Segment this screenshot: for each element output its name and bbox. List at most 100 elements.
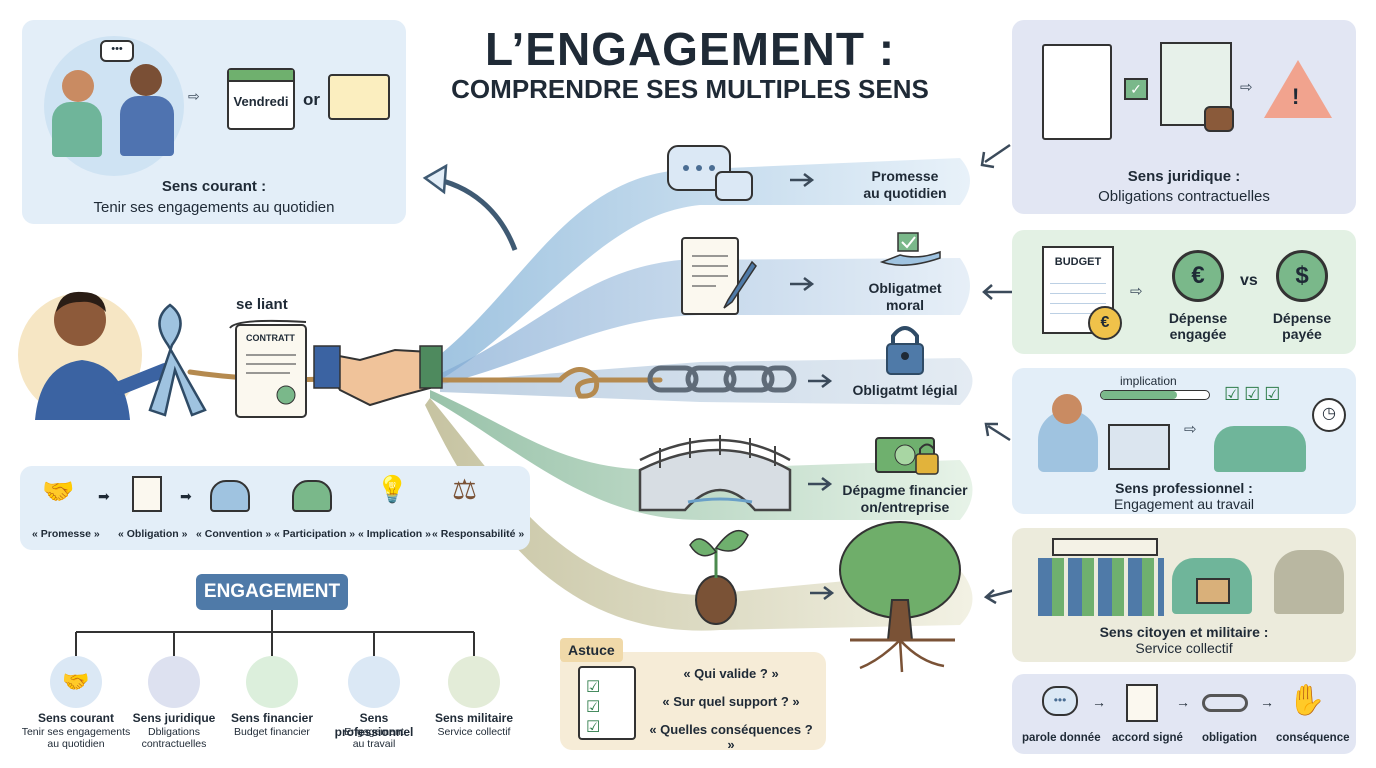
se-liant-label: se liant: [236, 296, 288, 313]
donation-box-icon: [1196, 578, 1230, 604]
tree-icon-handshake: 🤝: [50, 656, 102, 708]
chain-step-3: obligation: [1202, 732, 1257, 744]
tree-child-title: Sens juridique: [132, 711, 216, 725]
tree-child-title: Sens financier: [230, 711, 314, 725]
bridge: [638, 435, 792, 512]
warning-triangle-icon: [1264, 60, 1332, 118]
arrow-right-icon: ⇨: [1240, 79, 1253, 96]
band-promesse: [420, 158, 970, 380]
ribbon: [148, 303, 207, 417]
calendar-day-label: Vendredi: [233, 94, 289, 109]
astuce-label: Astuce: [560, 638, 623, 662]
euro-coin-icon: €: [1088, 306, 1122, 340]
person-man-icon: [130, 64, 162, 96]
speech-bubble-icon: •••: [1042, 686, 1078, 716]
euro-circle-icon: €: [1172, 250, 1224, 302]
stamp-icon: [1204, 106, 1234, 132]
handshake: [313, 345, 443, 407]
sprout: [689, 529, 749, 625]
panel-subheading: Obligations contractuelles: [1098, 188, 1270, 205]
synonym-implication: « Implication »: [358, 528, 431, 540]
panel-chain-of-consequences: ••• → → → ✋ parole donnée accord signé o…: [1012, 674, 1356, 754]
arrow-right-icon: ⇨: [1130, 283, 1143, 300]
computer-icon: [1108, 424, 1170, 470]
band-citoyen: [425, 398, 973, 631]
arrow-right-icon: ➡: [98, 488, 110, 504]
panel-heading: Sens courant :: [161, 178, 267, 195]
arrow-right-icon: ➡: [180, 488, 192, 504]
tree: [839, 521, 961, 673]
budget-sheet-icon: BUDGET: [1042, 246, 1114, 334]
tree-icon-soldier: [448, 656, 500, 708]
or-label: or: [303, 90, 320, 109]
scroll-icon: [132, 476, 162, 512]
astuce-question-3: « Quelles conséquences ? »: [649, 722, 813, 752]
note-bubble-icon: [328, 74, 390, 120]
tree-child-sub: Budget financier: [234, 726, 310, 738]
tree-child-sub: Service collectif: [437, 726, 511, 738]
signed-scroll-icon: [1126, 684, 1158, 722]
signed-document-icon: [1042, 44, 1112, 140]
clipboard-checklist-icon: ☑☑☑: [578, 666, 636, 740]
panel-sens-courant: ••• ⇨ Vendredi or Sens courant : Tenir s…: [22, 20, 406, 224]
tree-icon-calculator: [246, 656, 298, 708]
band-moral: [430, 258, 970, 385]
chain-links: [647, 365, 797, 393]
checklist-icons: ☑☑☑: [1224, 384, 1285, 404]
panel-subheading: Engagement au travail: [1113, 496, 1255, 512]
panel-heading: Sens professionnel :: [1115, 480, 1253, 496]
arrow-right-icon: →: [1260, 694, 1274, 710]
handshake-icon: 🤝: [42, 476, 75, 506]
vs-label: vs: [1240, 272, 1258, 289]
padlock: [886, 326, 924, 375]
panel-subheading: Tenir ses engagements au quotidien: [93, 199, 335, 216]
team-illustration: [1214, 426, 1306, 472]
synonym-convention: « Convention »: [196, 528, 272, 540]
meeting-icon: [210, 480, 250, 512]
panel-sens-professionnel: implication ⇨ ☑☑☑ ◷ Sens professionnel :…: [1012, 368, 1356, 514]
arrow-right-icon: ⇨: [188, 88, 200, 104]
tree-child-title: Sens courant: [37, 711, 115, 725]
tree-connectors: [75, 610, 475, 656]
document-pen: [681, 237, 757, 315]
panel-sens-citoyen: Sens citoyen et militaire : Service coll…: [1012, 528, 1356, 662]
synonym-obligation: « Obligation »: [118, 528, 188, 540]
panel-heading: Sens juridique :: [1127, 168, 1241, 185]
chain-step-2: accord signé: [1112, 732, 1183, 744]
astuce-question-2: « Sur quel support ? »: [662, 694, 800, 709]
panel-sens-juridique: ✓ ⇨ ! Sens juridique : Obligations contr…: [1012, 20, 1356, 214]
warning-exclamation: !: [1292, 84, 1300, 109]
panel-heading: Sens citoyen et militaire :: [1099, 624, 1269, 640]
hand-check: [879, 232, 941, 266]
soldier-silhouette: [1274, 550, 1344, 614]
panel-synonyms: 🤝 ➡ ➡ 💡 ⚖ « Promesse » « Obligation » « …: [20, 466, 530, 550]
astuce-question-1: « Qui valide ? »: [683, 666, 779, 681]
implication-label: implication: [1120, 374, 1177, 388]
chain-icon: [1202, 694, 1248, 712]
crowd-illustration: [1038, 558, 1164, 616]
implication-progress-bar: [1100, 390, 1210, 400]
panel-arrows: [980, 143, 1016, 605]
speech-bubbles: [667, 145, 753, 201]
band-label-legal: Obligatmt légial: [852, 382, 958, 398]
page-title: L’ENGAGEMENT :: [484, 23, 896, 75]
chain-step-1: parole donnée: [1022, 732, 1101, 744]
chain-step-4: conséquence: [1276, 732, 1350, 744]
panel-subheading: Service collectif: [1135, 640, 1233, 656]
scales-icon: ⚖: [452, 474, 478, 505]
lightbulb-icon: 💡: [376, 474, 409, 504]
banner-icon: [1052, 538, 1158, 556]
contract-label: CONTRATT: [246, 333, 295, 343]
group-icon: [292, 480, 332, 512]
panel-astuce: Astuce ☑☑☑ « Qui valide ? » « Sur quel s…: [560, 638, 826, 752]
arrow-right-icon: →: [1092, 694, 1106, 710]
